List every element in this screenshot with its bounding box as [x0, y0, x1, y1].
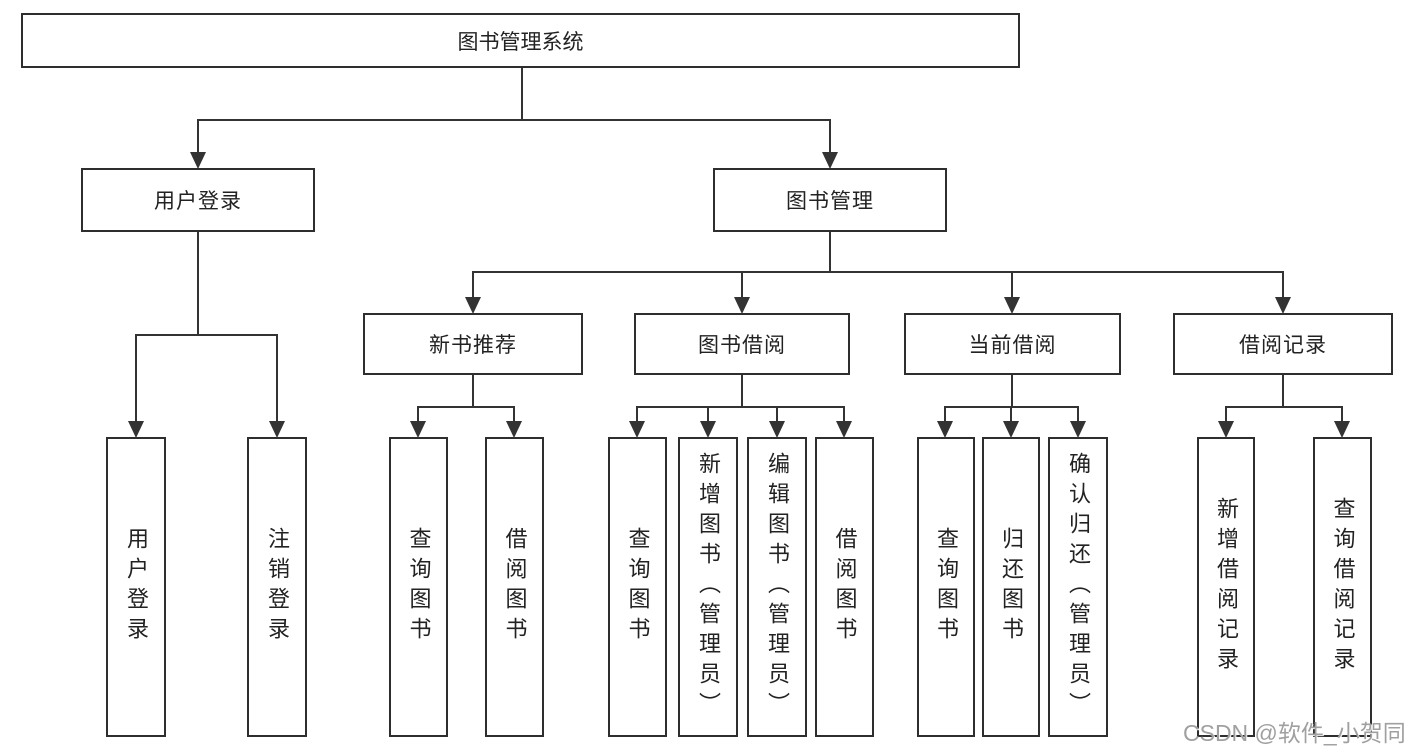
node-label: 用户登录: [154, 190, 242, 213]
leaf-label: 确认归还（管理员）: [1066, 452, 1091, 722]
node-library-system-root: 图书管理系统: [21, 13, 1020, 68]
leaf-edit-books-admin: 编辑图书（管理员）: [747, 437, 807, 737]
leaf-label: 用户登录: [124, 527, 149, 647]
leaf-label: 查询借阅记录: [1330, 497, 1356, 677]
node-current-borrow: 当前借阅: [904, 313, 1121, 375]
node-label: 当前借阅: [968, 334, 1057, 357]
node-book-management: 图书管理: [713, 168, 947, 232]
leaf-query-books-borrow: 查询图书: [608, 437, 667, 737]
node-label: 图书管理系统: [457, 30, 584, 54]
node-label: 借阅记录: [1239, 334, 1327, 357]
leaf-user-login: 用户登录: [106, 437, 166, 737]
node-label: 图书管理: [786, 190, 874, 213]
leaf-borrow-books: 借阅图书: [815, 437, 874, 737]
leaf-query-borrow-record: 查询借阅记录: [1313, 437, 1372, 737]
leaf-query-books-current: 查询图书: [917, 437, 975, 737]
leaf-logout: 注销登录: [247, 437, 307, 737]
node-book-borrow: 图书借阅: [634, 313, 850, 375]
csdn-watermark: CSDN @软件_小贺同学: [1183, 720, 1405, 746]
leaf-label: 借阅图书: [832, 527, 858, 647]
leaf-label: 查询图书: [934, 527, 959, 647]
leaf-query-books-recommend: 查询图书: [389, 437, 448, 737]
node-label: 图书借阅: [698, 334, 786, 357]
leaf-label: 借阅图书: [502, 527, 528, 647]
leaf-label: 查询图书: [625, 527, 651, 647]
leaf-label: 新增借阅记录: [1214, 497, 1239, 677]
node-new-book-recommend: 新书推荐: [363, 313, 583, 375]
leaf-label: 归还图书: [999, 527, 1024, 647]
leaf-add-books-admin: 新增图书（管理员）: [678, 437, 738, 737]
leaf-label: 注销登录: [265, 527, 290, 647]
leaf-return-books: 归还图书: [982, 437, 1040, 737]
node-label: 新书推荐: [429, 334, 517, 357]
leaf-label: 编辑图书（管理员）: [765, 452, 790, 722]
leaf-add-borrow-record: 新增借阅记录: [1197, 437, 1255, 737]
leaf-confirm-return-admin: 确认归还（管理员）: [1048, 437, 1108, 737]
leaf-label: 新增图书（管理员）: [696, 452, 721, 722]
node-borrow-records: 借阅记录: [1173, 313, 1393, 375]
leaf-label: 查询图书: [406, 527, 432, 647]
leaf-borrow-books-recommend: 借阅图书: [485, 437, 544, 737]
node-user-login: 用户登录: [81, 168, 315, 232]
